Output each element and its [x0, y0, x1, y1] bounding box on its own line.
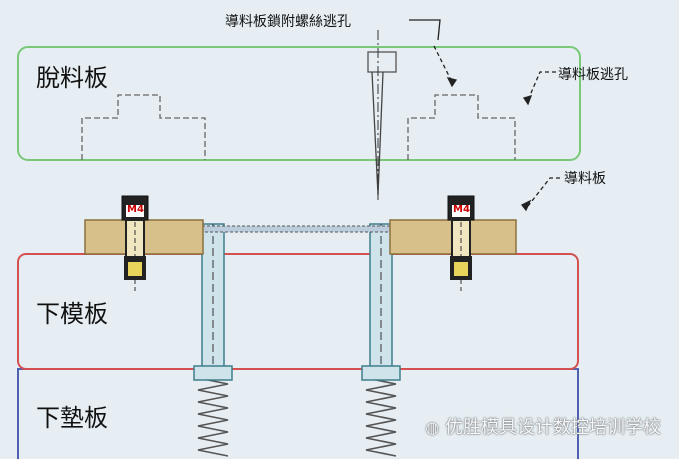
leader-lines — [409, 19, 560, 212]
screw-size-right: M4 — [453, 204, 470, 215]
spring-right — [365, 377, 397, 457]
lower-backing-plate-label: 下墊板 — [36, 404, 108, 432]
clearance-hole-left — [81, 94, 206, 160]
arrow-head-2 — [522, 95, 533, 106]
screw-size-left: M4 — [127, 204, 144, 215]
lower-backing-plate — [17, 368, 579, 459]
lower-die-plate-label: 下模板 — [36, 300, 108, 328]
screw-right — [447, 195, 475, 292]
guide-plate-label: 導料板 — [564, 171, 606, 187]
guide-plate-clearance-hole-label: 導料板逃孔 — [558, 67, 628, 83]
lifter-pin-right — [361, 223, 401, 381]
stripper-plate — [17, 46, 581, 161]
spring-left — [197, 377, 229, 457]
stripper-plate-label: 脫料板 — [36, 64, 108, 92]
wechat-icon: ◍ — [425, 418, 440, 437]
arrow-head-3 — [520, 199, 532, 212]
screw-clearance-hole-label: 導料板鎖附螺絲逃孔 — [225, 14, 351, 30]
strip-material — [201, 225, 393, 233]
arrow-head-1 — [446, 77, 458, 88]
stripper-screw — [367, 30, 397, 200]
clearance-hole-right — [407, 94, 516, 160]
watermark-text: 优胜模具设计数控培训学校 — [445, 417, 661, 438]
watermark: ◍ 优胜模具设计数控培训学校 — [425, 413, 661, 439]
lifter-pin-left — [193, 223, 233, 381]
lower-die-plate — [17, 253, 579, 370]
screw-left — [121, 195, 149, 292]
